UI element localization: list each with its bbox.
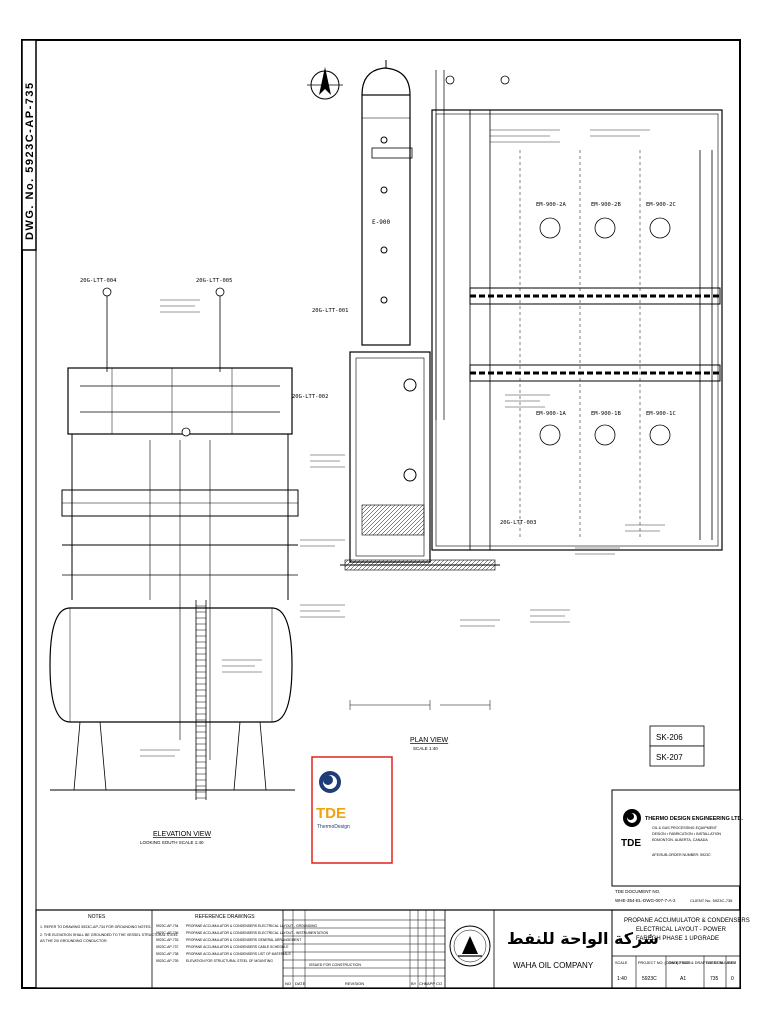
plan-view-title: PLAN VIEW: [410, 737, 449, 744]
notes-title: NOTES: [88, 914, 106, 920]
client-arabic: شركة الواحة للنفط: [507, 929, 659, 948]
drawing-number: DWG. No. 5923C-AP-735: [24, 81, 36, 240]
company-small: AFE/SUB-ORDER NUMBER: 5923C: [652, 853, 711, 857]
fan-label: EM-900-2C: [646, 202, 676, 208]
company-block: [611, 789, 741, 887]
title-cell-value: 1:40: [617, 976, 627, 982]
tde-badge-sub: ThermoDesign: [317, 824, 350, 830]
reference-description: ELEVATION FOR STRUCTURAL STEEL OF MOUNTI…: [186, 959, 273, 963]
north-arrow-icon: [307, 67, 343, 100]
note-item: 2. THE ELEVATION SHALL BE GROUNDED TO TH…: [40, 933, 178, 937]
note-item: 1. REFER TO DRAWING 5923C-AP-734 FOR GRO…: [40, 925, 151, 929]
title-cell-value: 0: [731, 976, 734, 982]
title-cell-label: SHEET NUMBER: [706, 961, 736, 965]
title-cell-value: 5923C: [642, 976, 657, 982]
fan-label: EM-900-2A: [536, 202, 566, 208]
tde-doc-value: WHE-354-EL-DWG-007-7-A-2: [615, 898, 676, 903]
company-line: DESIGN • FABRICATION • INSTALLATION: [652, 832, 721, 836]
title-strip: [35, 909, 741, 989]
plan-platform: [340, 351, 500, 571]
revision-header: NO: [285, 981, 291, 986]
revision-header: BY: [411, 981, 417, 986]
vessel-e900: [361, 60, 413, 346]
reference-number: 5923C-AP-736: [156, 931, 179, 935]
reference-number: 5923C-AP-737: [156, 945, 179, 949]
reference-number: 5923C-AP-739: [156, 959, 179, 963]
reference-number: 5923C-AP-738: [156, 952, 179, 956]
elevation-view-title: ELEVATION VIEW: [153, 831, 211, 838]
drawing-title-2: ELECTRICAL LAYOUT - POWER: [636, 927, 727, 933]
references-title: REFERENCE DRAWINGS: [195, 914, 255, 920]
company-line: OIL & GAS PROCESSING EQUIPMENT: [652, 826, 718, 830]
sk-ref: SK-207: [656, 753, 683, 762]
tde-badge-logo: TDE: [316, 805, 346, 822]
pushbutton-stations: [102, 75, 510, 437]
fan-label: EM-900-1C: [646, 411, 676, 417]
tde-doc-label: TDE DOCUMENT NO.: [615, 889, 660, 894]
tde-logo-icon: [319, 771, 341, 793]
reference-description: PROPANE ACCUMULATOR & CONDENSERS GENERAL…: [186, 938, 301, 942]
reference-description: PROPANE ACCUMULATOR & CONDENSERS ELECTRI…: [186, 931, 329, 935]
pushbutton-tag: 20G-LTT-001: [312, 308, 348, 314]
note-item: AS THE 2/0 GROUNDING CONDUCTOR.: [40, 939, 108, 943]
pushbutton-tag: 20G-LTT-002: [292, 394, 328, 400]
reference-description: PROPANE ACCUMULATOR & CONDENSERS ELECTRI…: [186, 924, 317, 928]
revision-header: DATE: [295, 981, 306, 986]
company-name: THERMO DESIGN ENGINEERING LTD.: [645, 816, 743, 822]
vessel-tag: E-900: [372, 219, 390, 226]
title-cells-grid: [635, 956, 727, 988]
title-cell-label: REV: [728, 961, 736, 965]
company-logo-text: TDE: [621, 838, 641, 849]
fan-label: EM-900-1A: [536, 411, 566, 417]
title-cell-label: SCALE: [615, 961, 628, 965]
elevation-view-scale: LOOKING SOUTH SCALE 1:40: [140, 840, 204, 845]
client-emblem-icon: [449, 925, 491, 967]
revision-header: REVISION: [345, 981, 364, 986]
ladder-rungs: [196, 605, 206, 799]
revision-header: APP: [427, 981, 435, 986]
reference-number: 5923C-AP-733: [156, 938, 179, 942]
pushbutton-tag: 20G-LTT-004: [80, 278, 117, 284]
company-line: EDMONTON, ALBERTA, CANADA: [652, 838, 708, 842]
plan-view-scale: SCALE 1:40: [413, 746, 438, 751]
pushbutton-tag: 20G-LTT-003: [500, 520, 536, 526]
client-no: CLIENT No. 5923C-735: [690, 898, 733, 903]
condenser-plan: [431, 109, 723, 551]
sk-box: [649, 745, 705, 767]
reference-number: 5923C-AP-734: [156, 924, 179, 928]
client-english: WAHA OIL COMPANY: [513, 961, 594, 970]
fan-motors: [539, 217, 671, 446]
fan-label: EM-900-1B: [591, 411, 621, 417]
revision-header: CO: [436, 981, 442, 986]
pushbutton-tag: 20G-LTT-005: [196, 278, 232, 284]
revision-entry: ISSUED FOR CONSTRUCTION: [309, 963, 361, 967]
title-cell-label: PROJECT NO. (CONO)-F0523: [638, 961, 690, 965]
title-cell-value: 735: [710, 976, 719, 982]
reference-description: PROPANE ACCUMULATOR & CONDENSERS CABLE S…: [186, 945, 289, 949]
revision-header: CHK: [419, 981, 428, 986]
fan-label: EM-900-2B: [591, 202, 621, 208]
reference-description: PROPANE ACCUMULATOR & CONDENSERS LIST OF…: [186, 952, 291, 956]
drawing-title-3: FAREGH PHASE 1 UPGRADE: [636, 936, 719, 942]
cable-routing: [140, 129, 665, 757]
elevation-view: [49, 367, 299, 800]
title-cell-label: SHEET SIZE & DRAFT DESIGN: [668, 961, 723, 965]
dimension-lines: [349, 700, 491, 710]
company-logo-icon: [623, 809, 641, 827]
vessel-ladder: [435, 70, 445, 420]
revision-grid: [283, 910, 445, 988]
dwg-number-tab: [21, 39, 37, 251]
sk-ref: SK-206: [656, 733, 683, 742]
drawing-title-1: PROPANE ACCUMULATOR & CONDENSERS: [624, 918, 750, 924]
title-cell-value: A1: [680, 976, 686, 982]
